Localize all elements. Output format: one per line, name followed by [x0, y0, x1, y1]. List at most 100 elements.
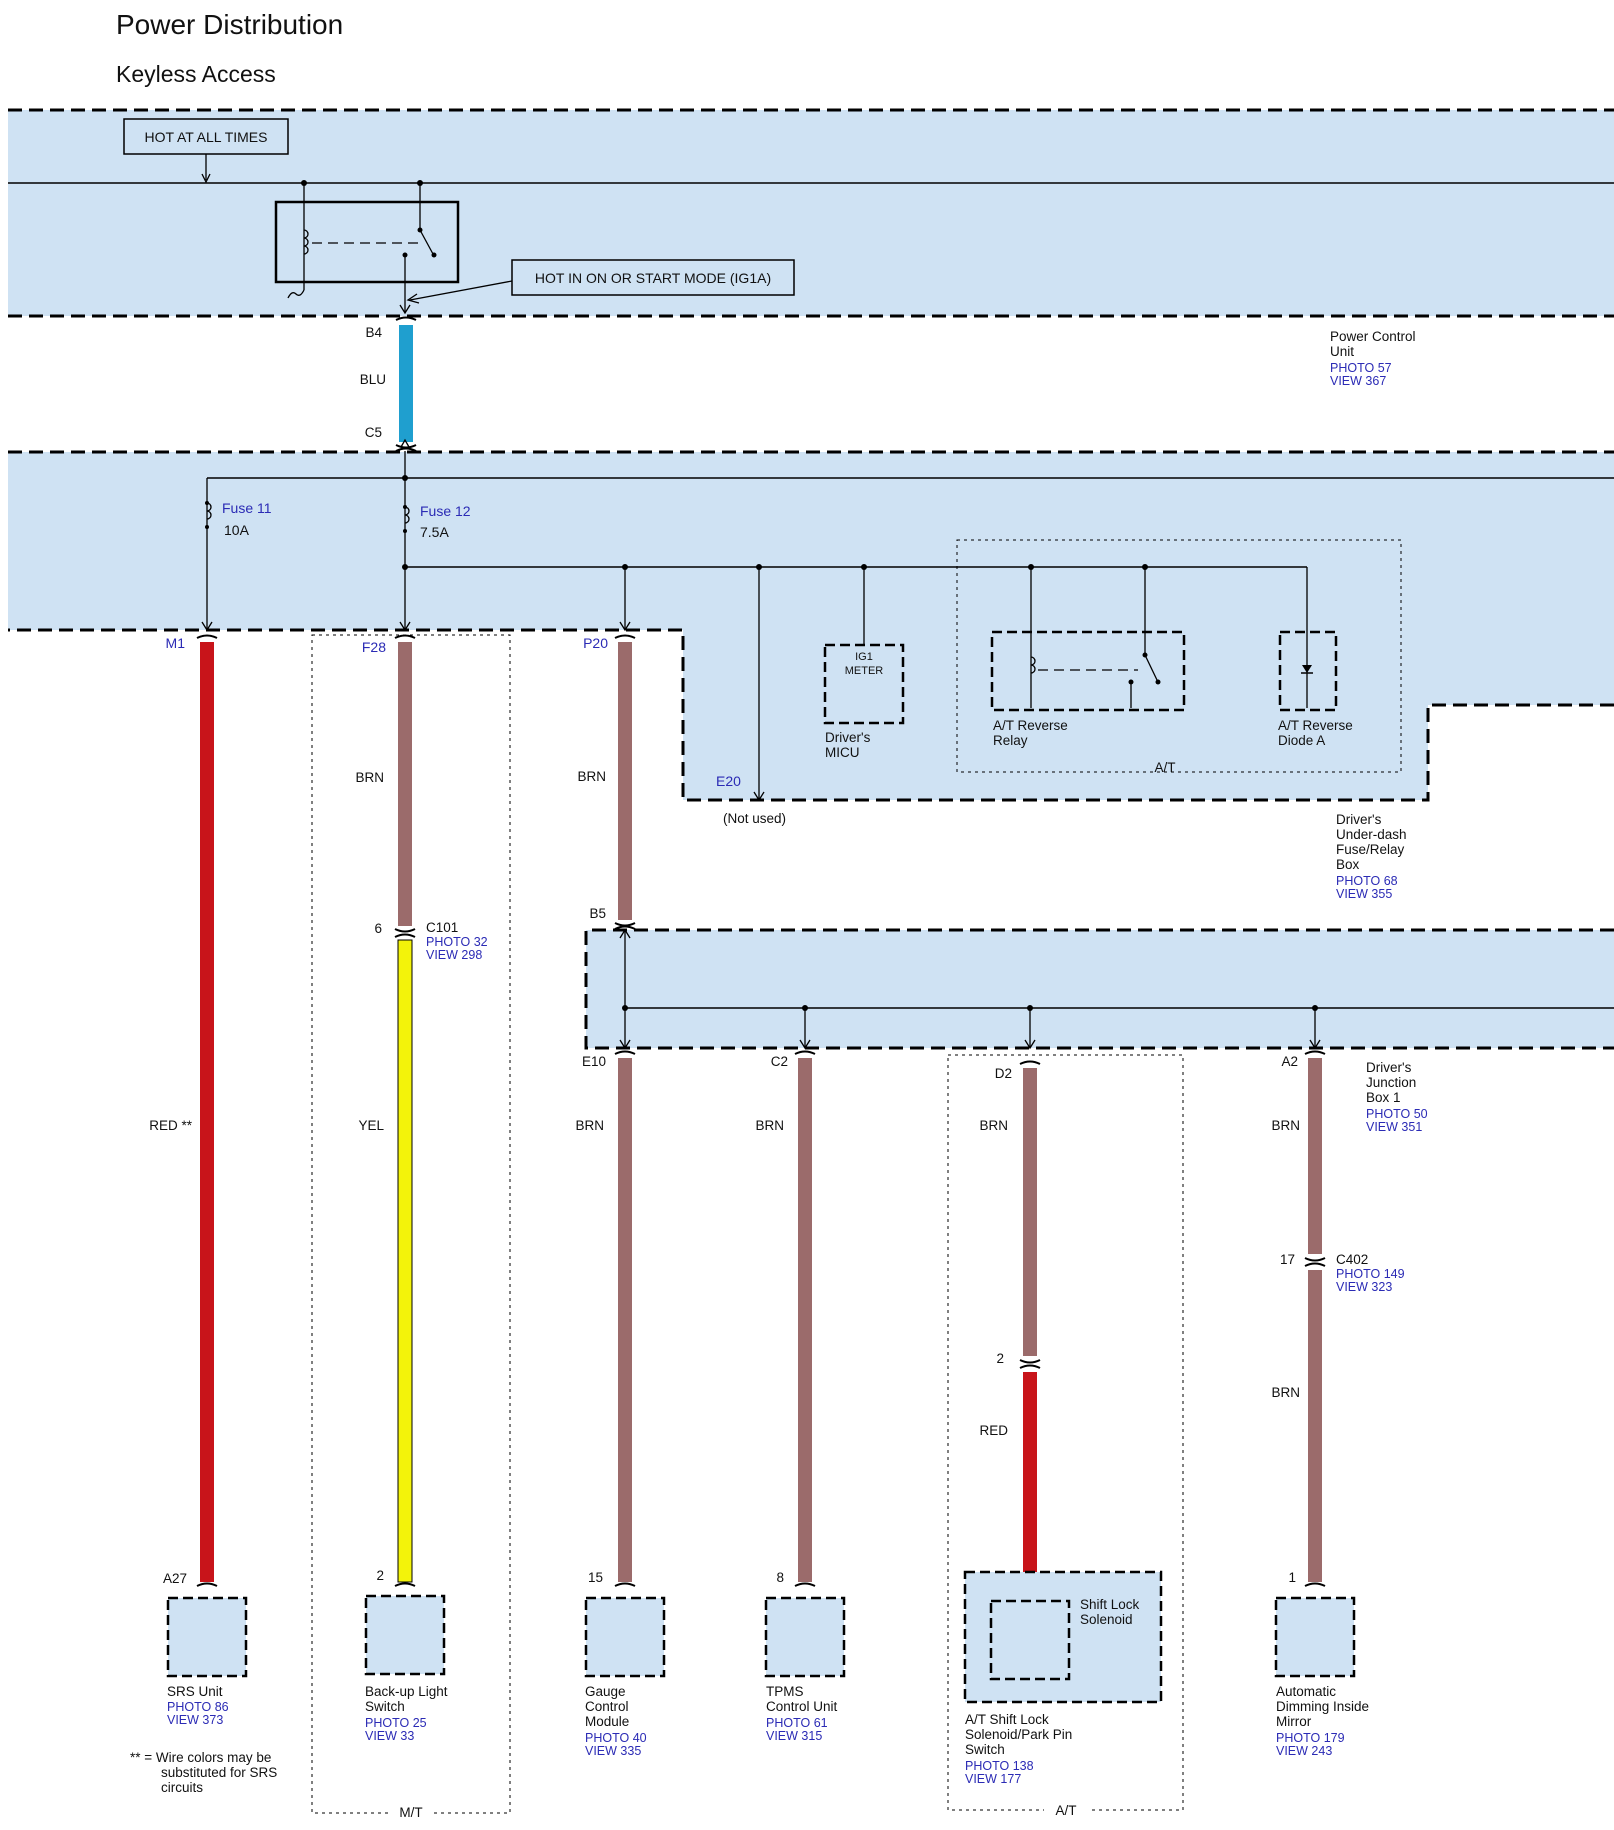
svg-text:Shift Lock: Shift Lock [1080, 1597, 1140, 1612]
wire-label-yel: YEL [358, 1118, 384, 1133]
svg-text:Junction: Junction [1366, 1075, 1416, 1090]
connector-c101: C101 PHOTO 32 VIEW 298 [426, 920, 488, 962]
wire-brn-f28 [394, 634, 416, 933]
connector-pin-15: 15 [588, 1570, 603, 1585]
connector-pin-2-backup: 2 [376, 1568, 384, 1583]
connector-pin-2-shift: 2 [996, 1351, 1004, 1366]
svg-text:PHOTO 25: PHOTO 25 [365, 1716, 427, 1730]
svg-text:Power Control: Power Control [1330, 329, 1416, 344]
junction-box-label: Driver's Junction Box 1 PHOTO 50 VIEW 35… [1366, 1060, 1428, 1134]
connector-c2: C2 [771, 1054, 788, 1069]
svg-text:** = Wire colors may be: ** = Wire colors may be [130, 1750, 271, 1765]
svg-text:Driver's: Driver's [1336, 812, 1382, 827]
svg-text:IG1: IG1 [855, 651, 873, 663]
wire-label-brn-p20: BRN [577, 769, 606, 784]
connector-pin-1: 1 [1288, 1570, 1296, 1585]
wire-label-brn-c2: BRN [755, 1118, 784, 1133]
svg-text:Fuse 11: Fuse 11 [222, 500, 272, 516]
junction-box-panel [584, 928, 1614, 1050]
svg-text:Driver's: Driver's [1366, 1060, 1412, 1075]
svg-text:PHOTO 149: PHOTO 149 [1336, 1267, 1405, 1281]
svg-text:PHOTO 50: PHOTO 50 [1366, 1107, 1428, 1121]
shift-lock-switch: Shift Lock Solenoid A/T Shift Lock Solen… [963, 1570, 1163, 1786]
svg-text:VIEW 335: VIEW 335 [585, 1744, 641, 1758]
connector-p20: P20 [583, 635, 608, 651]
svg-text:Solenoid/Park Pin: Solenoid/Park Pin [965, 1727, 1072, 1742]
under-dash-bus [201, 475, 1614, 802]
blu-wire [395, 316, 417, 478]
at-shift-group-outline: A/T [947, 1054, 1184, 1818]
micu-meter-box: IG1 METER Driver's MICU [823, 643, 905, 760]
connector-pin-8: 8 [776, 1570, 784, 1585]
svg-text:circuits: circuits [161, 1780, 203, 1795]
connector-f28: F28 [362, 639, 386, 655]
svg-text:PHOTO 138: PHOTO 138 [965, 1759, 1034, 1773]
page-title: Power Distribution [116, 9, 343, 40]
wire-brn-a2 [1304, 1050, 1326, 1587]
svg-text:HOT AT ALL TIMES: HOT AT ALL TIMES [145, 129, 268, 145]
fuse-11-label: Fuse 11 10A [222, 500, 272, 538]
connector-pin-6: 6 [374, 921, 382, 936]
connector-b5: B5 [589, 906, 606, 921]
srs-unit: SRS Unit PHOTO 86 VIEW 373 [166, 1596, 248, 1727]
svg-text:PHOTO 40: PHOTO 40 [585, 1731, 647, 1745]
svg-text:TPMS: TPMS [766, 1684, 804, 1699]
svg-text:VIEW 298: VIEW 298 [426, 948, 482, 962]
svg-text:Control Unit: Control Unit [766, 1699, 838, 1714]
at-relay-group: A/T A/T Reverse Relay A/T Reverse Diode … [956, 539, 1402, 775]
svg-text:Control: Control [585, 1699, 629, 1714]
svg-text:VIEW 177: VIEW 177 [965, 1772, 1021, 1786]
svg-text:PHOTO 57: PHOTO 57 [1330, 361, 1392, 375]
svg-text:A/T: A/T [1055, 1803, 1076, 1818]
wire-label-brn-e10: BRN [575, 1118, 604, 1133]
svg-text:MICU: MICU [825, 745, 860, 760]
svg-text:Fuse/Relay: Fuse/Relay [1336, 842, 1405, 857]
svg-text:Back-up Light: Back-up Light [365, 1684, 448, 1699]
svg-text:10A: 10A [224, 522, 250, 538]
wire-label-blu: BLU [360, 372, 386, 387]
wire-brn-c2 [794, 1050, 816, 1587]
power-control-unit-label: Power Control Unit PHOTO 57 VIEW 367 [1330, 329, 1416, 388]
svg-text:VIEW 33: VIEW 33 [365, 1729, 414, 1743]
under-dash-box-panel [8, 450, 1614, 802]
svg-text:SRS Unit: SRS Unit [167, 1684, 223, 1699]
junction-box-bus [619, 1005, 1614, 1050]
svg-text:Automatic: Automatic [1276, 1684, 1336, 1699]
svg-text:Switch: Switch [965, 1742, 1005, 1757]
svg-text:PHOTO 61: PHOTO 61 [766, 1716, 828, 1730]
svg-text:PHOTO 32: PHOTO 32 [426, 935, 488, 949]
connector-e20: E20 [716, 773, 741, 789]
svg-text:7.5A: 7.5A [420, 524, 449, 540]
svg-text:C402: C402 [1336, 1252, 1368, 1267]
svg-text:Relay: Relay [993, 733, 1028, 748]
svg-text:Solenoid: Solenoid [1080, 1612, 1133, 1627]
svg-text:VIEW 367: VIEW 367 [1330, 374, 1386, 388]
svg-text:A/T Shift Lock: A/T Shift Lock [965, 1712, 1049, 1727]
svg-text:VIEW 315: VIEW 315 [766, 1729, 822, 1743]
wire-red-srs [196, 634, 218, 1587]
svg-text:PHOTO 68: PHOTO 68 [1336, 874, 1398, 888]
svg-text:C101: C101 [426, 920, 458, 935]
gauge-control-module: Gauge Control Module PHOTO 40 VIEW 335 [584, 1596, 666, 1758]
svg-text:PHOTO 179: PHOTO 179 [1276, 1731, 1345, 1745]
connector-c5: C5 [365, 425, 382, 440]
wire-brn-d2 [1019, 1060, 1041, 1364]
connector-b4: B4 [365, 325, 382, 340]
connector-pin-17: 17 [1280, 1252, 1295, 1267]
under-dash-box-label: Driver's Under-dash Fuse/Relay Box PHOTO… [1336, 812, 1407, 901]
wire-red-shift [1019, 1364, 1041, 1604]
svg-text:Dimming Inside: Dimming Inside [1276, 1699, 1369, 1714]
wire-brn-p20 [614, 634, 636, 1048]
svg-text:A/T: A/T [1154, 760, 1175, 775]
wire-yel [394, 933, 416, 1587]
wire-label-brn-f28: BRN [355, 770, 384, 785]
svg-text:Driver's: Driver's [825, 730, 871, 745]
backup-light-switch: Back-up Light Switch PHOTO 25 VIEW 33 [364, 1594, 448, 1743]
svg-text:VIEW 373: VIEW 373 [167, 1713, 223, 1727]
srs-note: ** = Wire colors may be substituted for … [130, 1750, 277, 1795]
connector-a2: A2 [1281, 1054, 1298, 1069]
ig1a-relay [274, 180, 460, 315]
connector-m1: M1 [166, 635, 186, 651]
svg-text:Box 1: Box 1 [1366, 1090, 1401, 1105]
